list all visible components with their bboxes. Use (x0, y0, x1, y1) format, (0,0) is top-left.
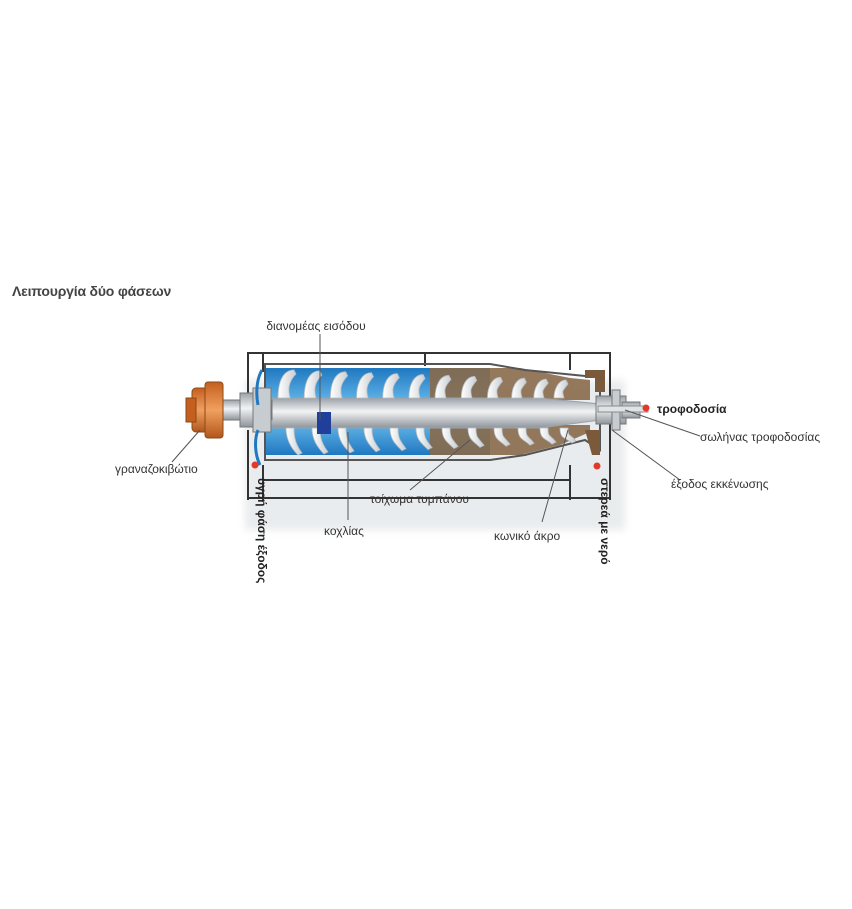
solids-outlet-marker (593, 462, 601, 470)
scroll-flight-bottom (539, 427, 557, 445)
left-shaft (221, 387, 273, 433)
label-feed-tube: σωλήνας τροφοδοσίας (700, 430, 820, 444)
scroll-flight-top (460, 375, 478, 399)
label-conical-end: κωνικό άκρο (494, 529, 561, 543)
inlet-distributor (317, 412, 331, 434)
scroll-flight-bottom (285, 427, 303, 456)
leader-lines (171, 334, 701, 523)
diagram-title: Λειπουργία δύο φάσεων (12, 283, 172, 299)
label-scroll: κοχλίας (324, 524, 364, 538)
scroll-flight-top (408, 374, 426, 399)
scroll-flight-top (303, 370, 323, 399)
scroll-flight-top (356, 372, 374, 399)
discharge-ring-top (585, 370, 605, 392)
scroll-flight-bottom (389, 427, 407, 452)
scroll-flight-top (553, 379, 569, 399)
label-inlet-distributor: διανομέας εισόδου (266, 319, 365, 333)
scroll-flight-bottom (467, 427, 485, 448)
liquid-flow-top (255, 369, 264, 406)
scroll-flight-top (511, 377, 527, 399)
label-liquid-phase: υγρή φάση έξοδος (255, 478, 269, 583)
scroll-flight-top (329, 371, 349, 399)
gearbox-body (185, 381, 224, 439)
scroll-flight-bottom (493, 427, 511, 447)
casing-frame (247, 352, 611, 500)
scroll-flight-bottom (415, 427, 433, 451)
scroll-flight-top (434, 375, 452, 399)
liquid-outlet-marker (251, 461, 259, 469)
label-bowl-wall: τοίχωμα τυμπάνου (370, 492, 469, 506)
scroll-flight-top (382, 373, 400, 399)
scroll-flight-top (533, 378, 549, 399)
feed-tube (597, 405, 649, 413)
scroll-flight-bottom (337, 427, 355, 454)
scroll-flight-top (277, 369, 297, 399)
label-discharge-outlet: έξοδος εκκένωσης (671, 477, 769, 491)
feed-marker (642, 404, 650, 412)
discharge-ring-bottom (585, 430, 600, 455)
scroll-flights (277, 369, 577, 456)
scroll-flight-bottom (441, 427, 459, 449)
label-feed: τροφοδοσία (657, 402, 727, 416)
right-shaft (595, 389, 649, 431)
scroll-flight-top (487, 376, 504, 399)
scroll-flight-bottom (559, 427, 577, 444)
liquid-flow-bottom (254, 429, 262, 466)
scroll-flight-bottom (517, 427, 535, 446)
scroll-flight-bottom (363, 427, 381, 453)
label-solids: στερεά με νερό (598, 478, 612, 565)
label-gearbox: γραναζοκιβώτιο (115, 462, 198, 476)
